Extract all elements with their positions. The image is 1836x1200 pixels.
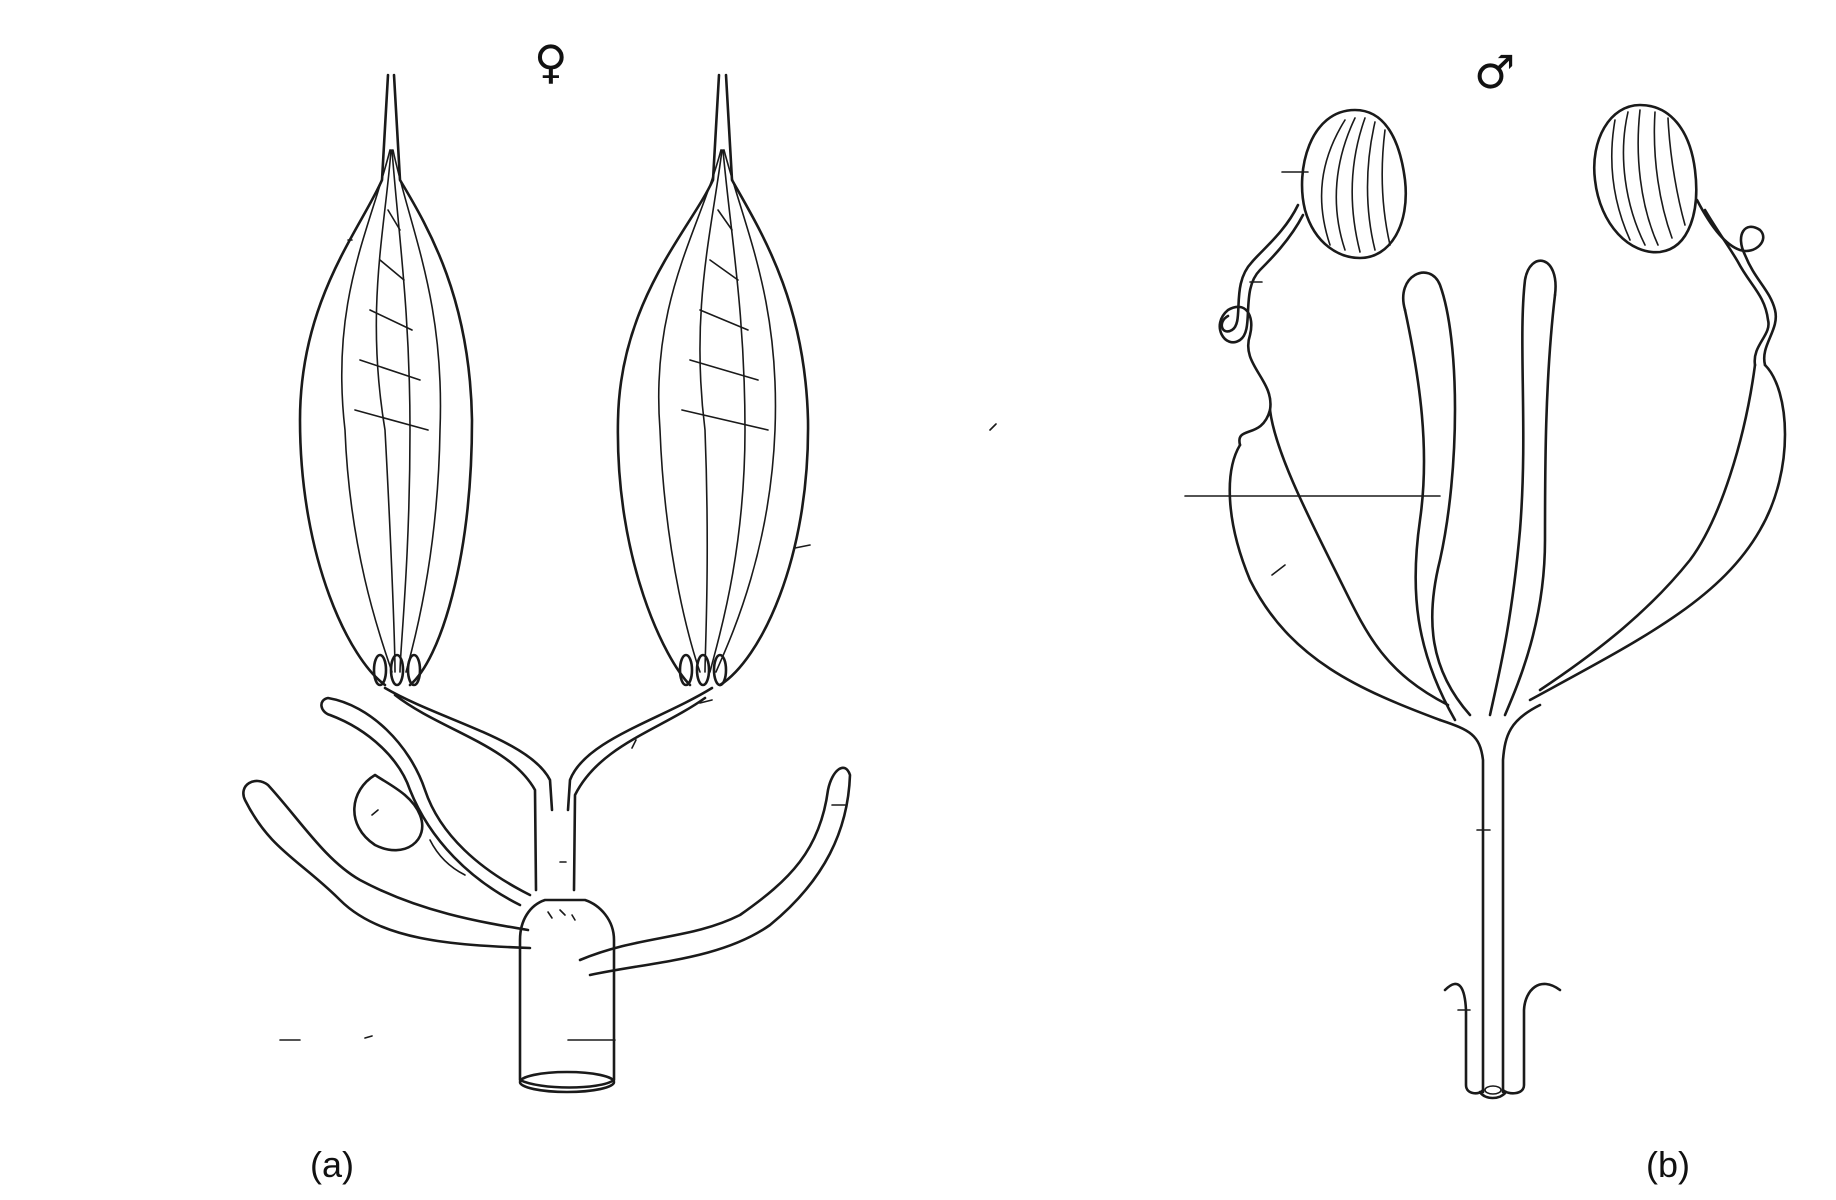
- seminal-vesicles: [1228, 363, 1787, 722]
- scan-specks: [279, 239, 997, 1041]
- spermatheca: [320, 696, 532, 907]
- right-ovary-ovarioles: [616, 73, 810, 687]
- lateral-oviducts: [383, 686, 714, 892]
- vasa-deferentia-coiled: [1218, 198, 1778, 447]
- right-testis: [1592, 103, 1698, 254]
- female-symbol: ♀: [534, 35, 568, 89]
- accessory-glands-male: [1402, 259, 1557, 722]
- male-symbol: ♂: [1474, 45, 1515, 99]
- accessory-glands: [242, 766, 852, 977]
- female-reproductive-system-panel: ♀ (a): [242, 35, 852, 1185]
- left-testis: [1300, 108, 1408, 260]
- common-oviduct-vagina: [518, 898, 616, 1094]
- ejaculatory-duct: [1438, 703, 1562, 1100]
- panel-b-label: (b): [1646, 1144, 1690, 1185]
- male-leader-lines: [1184, 171, 1491, 1011]
- female-leader-ticks: [371, 544, 846, 863]
- left-ovary-ovarioles: [298, 73, 474, 687]
- male-reproductive-system-panel: ♂ (b): [1184, 45, 1787, 1185]
- panel-a-label: (a): [310, 1144, 354, 1185]
